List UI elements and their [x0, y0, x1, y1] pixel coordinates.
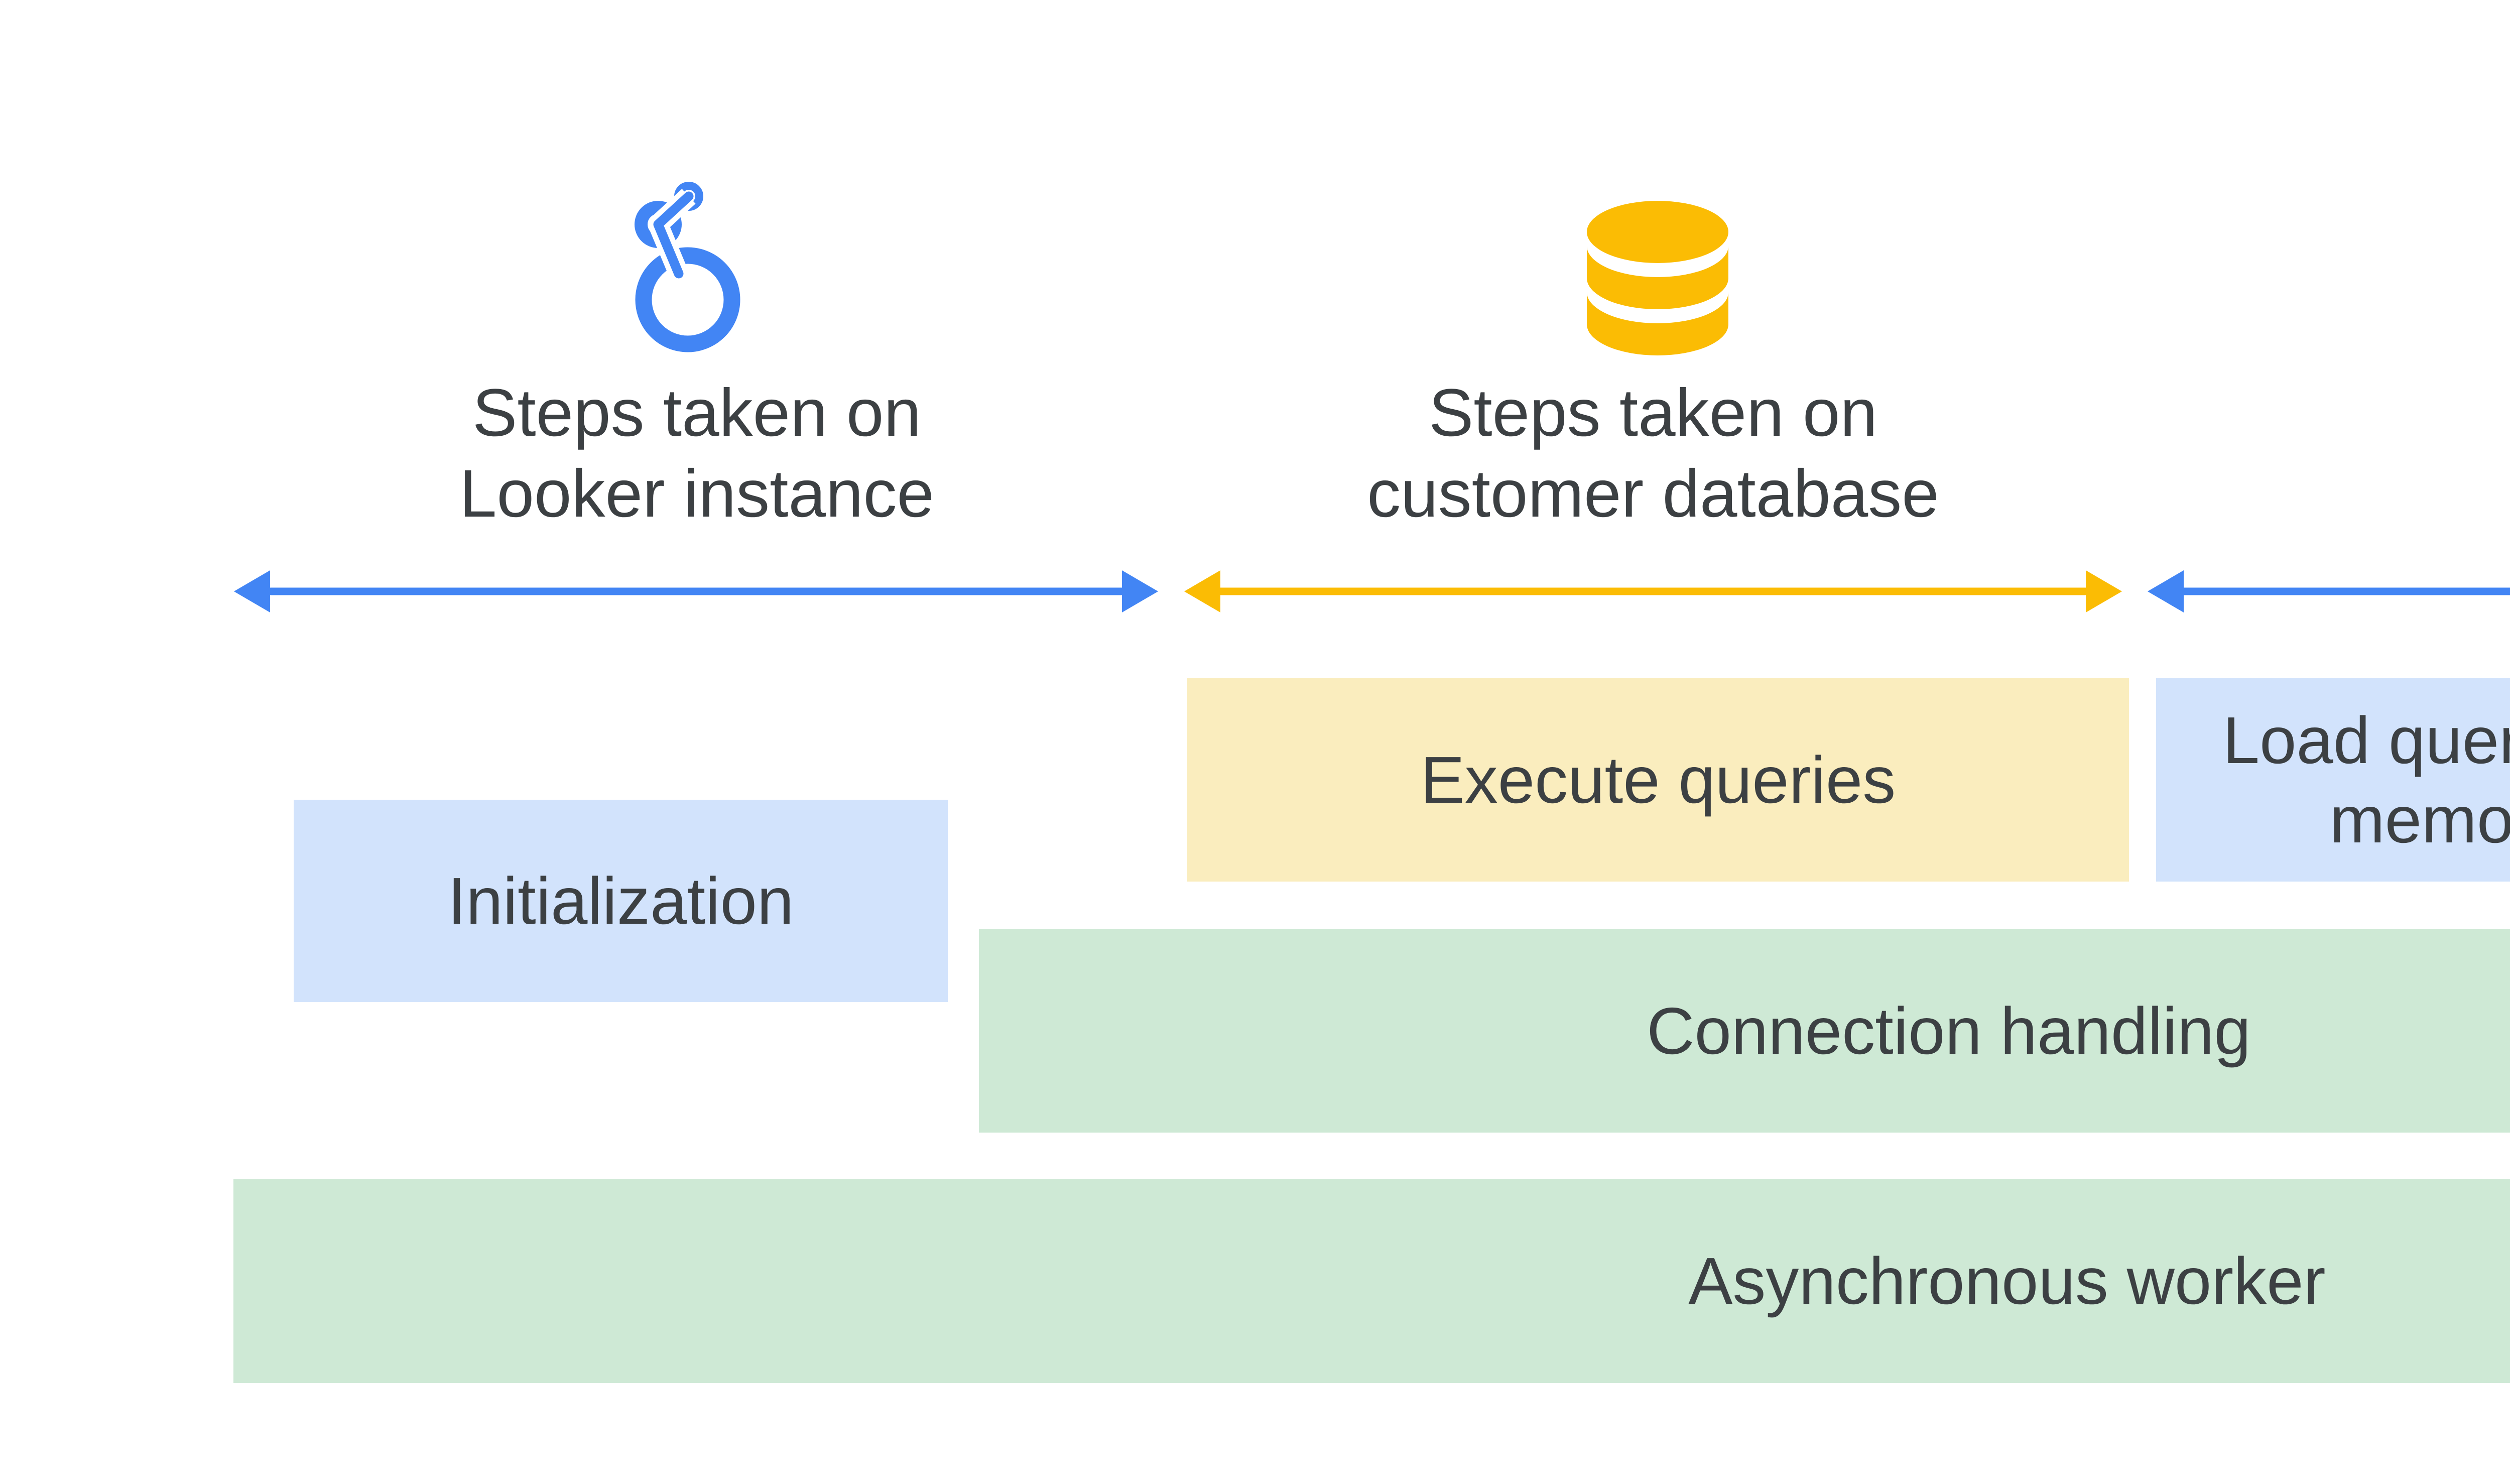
execute-queries-box: Execute queries [1187, 678, 2129, 882]
heading-line: Steps taken on [472, 376, 921, 450]
connection-handling-label: Connection handling [1647, 994, 2251, 1068]
heading-line: Steps taken on [2381, 373, 2510, 453]
section-arrows [234, 570, 2510, 612]
asynchronous-worker-label: Asynchronous worker [1688, 1244, 2326, 1318]
blue-double-arrow-left [234, 570, 1158, 612]
heading-line: Steps taken on [1429, 376, 1877, 450]
heading-line: Looker instance [2381, 453, 2510, 534]
heading-line: customer database [1367, 456, 1939, 531]
connection-handling-box: Connection handling [979, 929, 2510, 1133]
load-queries-in-memory-label: Load queries in memory [2222, 703, 2510, 856]
database-icon [1587, 201, 1728, 355]
heading-line: Looker instance [459, 456, 935, 531]
initialization-label: Initialization [447, 863, 794, 938]
section-heading-database: Steps taken on customer database [1051, 373, 2255, 534]
section-heading-looker-right: Steps taken on Looker instance [2381, 373, 2510, 534]
asynchronous-worker-box: Asynchronous worker [233, 1179, 2510, 1383]
yellow-double-arrow-database [1184, 570, 2122, 612]
section-heading-looker-left: Steps taken on Looker instance [94, 373, 1299, 534]
blue-double-arrow-right [2148, 570, 2510, 612]
execute-queries-label: Execute queries [1420, 743, 1896, 817]
load-queries-in-memory-box: Load queries in memory [2156, 678, 2510, 882]
initialization-box: Initialization [294, 800, 948, 1002]
looker-logo-icon [635, 182, 740, 352]
